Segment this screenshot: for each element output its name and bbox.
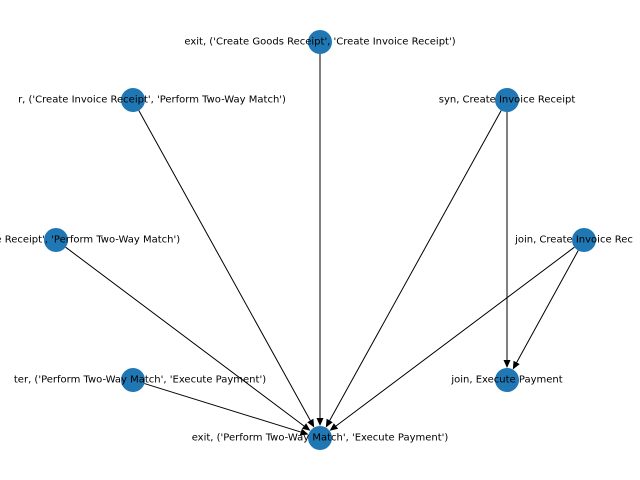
node-label: ce Receipt', 'Perform Two-Way Match') bbox=[0, 235, 180, 246]
node-label: ter, ('Perform Two-Way Match', 'Execute … bbox=[14, 375, 266, 386]
edge-line bbox=[329, 110, 502, 421]
edge-line bbox=[65, 246, 305, 427]
edge-n1-n8 bbox=[316, 54, 324, 426]
node-label: syn, Create Invoice Receipt bbox=[439, 95, 576, 106]
edge-n6-n8 bbox=[144, 383, 309, 436]
edge-line bbox=[516, 250, 579, 363]
arrow-head-icon bbox=[299, 428, 309, 436]
edges-layer bbox=[65, 54, 579, 436]
edge-n3-n8 bbox=[325, 110, 502, 428]
edge-n5-n8 bbox=[329, 246, 575, 431]
node-label: r, ('Create Invoice Receipt', 'Perform T… bbox=[18, 95, 286, 106]
arrow-head-icon bbox=[325, 418, 333, 428]
edge-n5-n7 bbox=[512, 250, 579, 370]
edge-line bbox=[144, 383, 302, 433]
arrow-head-icon bbox=[307, 418, 315, 428]
node-n3[interactable] bbox=[495, 88, 519, 112]
node-n2[interactable] bbox=[121, 88, 145, 112]
node-n5[interactable] bbox=[572, 228, 596, 252]
node-label: join, Create Invoice Rec bbox=[514, 235, 633, 246]
edge-line bbox=[138, 110, 311, 421]
arrow-head-icon bbox=[301, 423, 311, 431]
node-n4[interactable] bbox=[44, 228, 68, 252]
node-n6[interactable] bbox=[121, 368, 145, 392]
node-n1[interactable] bbox=[308, 30, 332, 54]
edge-line bbox=[335, 246, 575, 427]
arrow-head-icon bbox=[503, 360, 511, 368]
node-n7[interactable] bbox=[495, 368, 519, 392]
node-n8[interactable] bbox=[308, 426, 332, 450]
node-label: exit, ('Create Goods Receipt', 'Create I… bbox=[184, 37, 455, 48]
labels-layer: exit, ('Create Goods Receipt', 'Create I… bbox=[0, 37, 633, 444]
arrow-head-icon bbox=[316, 418, 324, 426]
edge-n2-n8 bbox=[138, 110, 315, 428]
node-label: join, Execute Payment bbox=[450, 375, 562, 386]
edge-n4-n8 bbox=[65, 246, 311, 431]
edge-n3-n7 bbox=[503, 112, 511, 368]
arrow-head-icon bbox=[512, 360, 520, 370]
nodes-layer bbox=[44, 30, 596, 450]
node-label: exit, ('Perform Two-Way Match', 'Execute… bbox=[192, 433, 449, 444]
arrow-head-icon bbox=[329, 423, 339, 431]
